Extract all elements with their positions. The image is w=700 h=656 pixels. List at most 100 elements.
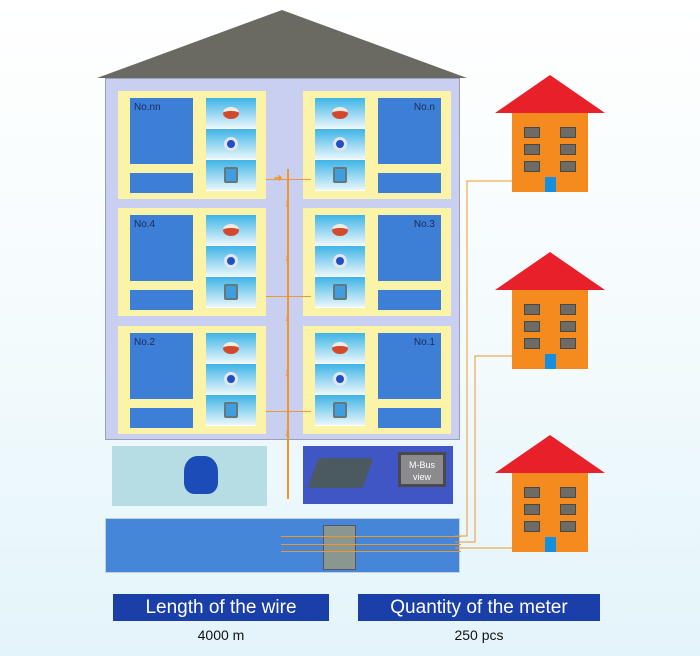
unit-label: No.1: [413, 337, 435, 348]
heat-meter-icon: [206, 277, 256, 308]
unit-no-4: No.4: [118, 208, 266, 316]
house-roof: [495, 75, 605, 113]
bus-line: [281, 551, 461, 552]
meter-stack: [206, 215, 256, 309]
unit-label: No.3: [413, 219, 435, 230]
room: [130, 290, 193, 310]
window: [560, 144, 576, 155]
heat-meter-icon: [315, 160, 365, 191]
window: [524, 487, 540, 498]
window: [524, 338, 540, 349]
cold-water-meter-icon: [315, 129, 365, 160]
vertical-bus-wire: [287, 169, 289, 499]
room: [378, 173, 441, 193]
room: [130, 408, 193, 428]
window: [524, 521, 540, 532]
window: [524, 127, 540, 138]
heat-meter-icon: [206, 160, 256, 191]
room: [378, 408, 441, 428]
basement-bus: [105, 518, 461, 573]
window: [524, 144, 540, 155]
meter-stack: [315, 333, 365, 427]
wire-length-label: Length of the wire: [113, 594, 329, 621]
room: [130, 215, 193, 281]
hot-water-meter-icon: [206, 333, 256, 364]
hot-water-meter-icon: [315, 98, 365, 129]
bus-line: [281, 536, 461, 537]
door: [545, 354, 556, 369]
wire-length-value: 4000 m: [197, 627, 245, 643]
unit-no-nn: No.nn: [118, 91, 266, 199]
house-3: [495, 435, 605, 555]
unit-label: No.n: [413, 102, 435, 113]
unit-label: No.4: [134, 219, 156, 230]
door: [545, 537, 556, 552]
meter-stack: [206, 333, 256, 427]
house-body: [512, 113, 588, 192]
unit-no-2: No.2: [118, 326, 266, 434]
room: [378, 215, 441, 281]
feeder-wire: [266, 411, 311, 412]
arrow-down-icon: ↓: [284, 368, 289, 379]
window: [560, 304, 576, 315]
bus-line: [281, 544, 461, 545]
meter-stack: [315, 215, 365, 309]
window: [560, 127, 576, 138]
arrow-down-icon: ↓: [284, 428, 289, 439]
house-wires: [455, 180, 513, 549]
main-building-roof: [97, 10, 467, 78]
meter-stack: [206, 98, 256, 192]
main-building: No.nn No.n No.4 No.3 No.2: [105, 78, 460, 506]
heat-meter-icon: [206, 395, 256, 426]
unit-no-1: No.1: [303, 326, 451, 434]
heat-meter-icon: [315, 395, 365, 426]
room: [378, 290, 441, 310]
window: [560, 338, 576, 349]
house-roof: [495, 252, 605, 290]
house-1: [495, 75, 605, 195]
door: [545, 177, 556, 192]
room: [378, 98, 441, 164]
heat-meter-icon: [315, 277, 365, 308]
window: [560, 504, 576, 515]
meter-stack: [315, 98, 365, 192]
unit-label: No.nn: [134, 102, 161, 113]
unit-no-n: No.n: [303, 91, 451, 199]
m-bus-view-display: M-Bus view: [398, 452, 446, 487]
window: [560, 521, 576, 532]
house-roof: [495, 435, 605, 473]
cold-water-meter-icon: [206, 364, 256, 395]
house-2: [495, 252, 605, 372]
meter-quantity-label: Quantity of the meter: [358, 594, 600, 621]
window: [524, 504, 540, 515]
room: [130, 173, 193, 193]
window: [560, 161, 576, 172]
ground-floor-meter-room: [112, 446, 267, 506]
cold-water-meter-icon: [315, 364, 365, 395]
hot-water-meter-icon: [206, 98, 256, 129]
feeder-wire: [266, 296, 311, 297]
cold-water-meter-icon: [206, 129, 256, 160]
house-body: [512, 473, 588, 552]
cold-water-meter-icon: [315, 246, 365, 277]
arrow-down-icon: ↓: [284, 198, 289, 209]
hot-water-meter-icon: [315, 333, 365, 364]
window: [524, 304, 540, 315]
house-body: [512, 290, 588, 369]
hot-water-meter-icon: [315, 215, 365, 246]
room: [378, 333, 441, 399]
cold-water-meter-icon: [206, 246, 256, 277]
m-bus-master-icon: [307, 458, 374, 488]
window: [524, 321, 540, 332]
arrow-down-icon: ↓: [284, 313, 289, 324]
concentrator-room: M-Bus view: [303, 446, 453, 504]
bulk-water-meter-icon: [184, 456, 218, 494]
repeater-device-icon: [323, 525, 356, 570]
room: [130, 333, 193, 399]
hot-water-meter-icon: [206, 215, 256, 246]
meter-quantity-value: 250 pcs: [454, 627, 504, 643]
window: [560, 487, 576, 498]
arrow-right-icon: ➜: [274, 173, 283, 184]
feeder-wire: [266, 179, 311, 180]
unit-no-3: No.3: [303, 208, 451, 316]
